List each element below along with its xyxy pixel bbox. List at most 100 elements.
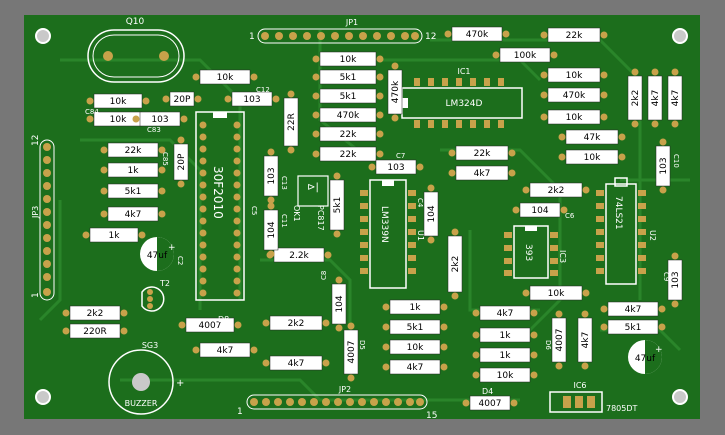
c84-label: C84 — [85, 108, 99, 116]
value-text: 10k — [110, 115, 127, 125]
value-text: 103 — [243, 95, 260, 105]
label-r-4k7-h: 4k7 — [647, 68, 663, 128]
c5-label: C5 — [250, 206, 258, 215]
label-r-4k7-g: 4k7 — [600, 301, 666, 317]
value-text: 22k — [340, 130, 357, 140]
label-c-104-d: 104 — [423, 184, 439, 244]
header-jp1: JP1 1 12 — [249, 18, 436, 44]
d4-label: D4 — [482, 387, 493, 396]
label-d-4007-b: 4007 — [462, 395, 518, 411]
label-r-5k1-b: 5k1 — [312, 69, 384, 85]
label-r-470k-b: 470k — [444, 26, 510, 42]
jp3-label: JP3 — [31, 206, 40, 219]
label-r-5k1-e: 5k1 — [600, 319, 666, 335]
value-text: 4007 — [347, 341, 357, 364]
cap-electrolytic-left: 47uf + C2 — [140, 237, 184, 271]
c10-label: C10 — [672, 154, 680, 168]
value-text: 4k7 — [625, 305, 642, 315]
value-text: 10k — [340, 55, 357, 65]
label-r-10k-a: 10k — [86, 93, 150, 109]
label-r-22k-a: 22k — [100, 142, 166, 158]
u2-label: U2 — [648, 230, 657, 241]
value-text: 4k7 — [474, 169, 491, 179]
value-text: 2.2k — [289, 251, 309, 261]
label-r-2k2-c: 2k2 — [262, 315, 330, 331]
t2-label: T2 — [159, 279, 170, 288]
label-c-103-f: 103 — [667, 252, 683, 308]
regulator-ic6: IC6 7805DT — [549, 381, 638, 413]
mounting-holes — [35, 28, 688, 405]
label-r-22k-b: 22k — [312, 126, 384, 142]
q10-label: Q10 — [126, 17, 145, 27]
value-text: 104 — [427, 205, 437, 222]
value-text: 100k — [514, 51, 537, 61]
label-r-1k-b: 1k — [82, 227, 146, 243]
ic-30f2010: 30F2010 — [195, 111, 245, 301]
label-c-104-a: 104 — [512, 202, 568, 218]
value-text: 22k — [474, 149, 491, 159]
label-r-4k7-j: 4k7 — [577, 310, 593, 370]
value-text: 104 — [267, 221, 277, 238]
buzzer-sg3: SG3 BUZZER + — [108, 341, 184, 415]
d5-label: D5 — [358, 340, 366, 350]
label-c-103-b: 103 — [224, 91, 280, 107]
ic3-393: 393 IC3 — [504, 225, 567, 279]
label-r-5k1-a: 5k1 — [100, 183, 166, 199]
value-text: 20P — [174, 95, 191, 105]
d6-label: D6 — [544, 340, 552, 350]
ic6-part-label: 7805DT — [606, 404, 638, 413]
header-jp2: JP2 1 15 — [237, 385, 437, 421]
cap-electrolytic-right: 47uf + — [628, 340, 663, 374]
value-text: 5k1 — [340, 73, 357, 83]
value-text: 22k — [566, 31, 583, 41]
jp3-pin-bottom: 1 — [31, 292, 41, 298]
label-r-5k1-c: 5k1 — [312, 88, 384, 104]
value-text: 10k — [110, 97, 127, 107]
jp2-pin-first: 1 — [237, 407, 243, 417]
mcu-part-label: 30F2010 — [211, 166, 225, 219]
label-c-104-c: 104 — [331, 276, 347, 332]
label-r-10k-c: 10k — [192, 69, 258, 85]
label-d-4007-c: 4007 — [343, 322, 359, 382]
value-text: 5k1 — [625, 323, 642, 333]
label-r-4k7-f: 4k7 — [472, 305, 538, 321]
value-text: 5k1 — [340, 92, 357, 102]
value-text: 4007 — [479, 399, 502, 409]
label-c-104-b: 104 — [263, 202, 279, 258]
label-r-10k-j: 10k — [472, 367, 538, 383]
c7-label: C7 — [396, 152, 405, 160]
label-r-10k-h: 10k — [522, 285, 590, 301]
label-r-2k2-a: 2k2 — [62, 305, 128, 321]
label-r-2k2-e: 2k2 — [627, 68, 643, 128]
label-r-1k-d: 1k — [472, 327, 538, 343]
value-text: 470k — [466, 30, 489, 40]
c11-label: C11 — [280, 214, 288, 228]
value-text: 1k — [410, 303, 422, 313]
value-text: 2k2 — [451, 256, 461, 273]
label-r-22r: 22R — [283, 90, 299, 154]
label-r-4k7-d: 4k7 — [262, 355, 330, 371]
value-text: 22R — [287, 113, 297, 131]
value-text: 10k — [548, 289, 565, 299]
opto-part-label: PC817 — [316, 205, 325, 231]
jp3-pin-top: 12 — [31, 135, 41, 146]
value-text: 10k — [584, 153, 601, 163]
c83-label: C83 — [147, 126, 161, 134]
c8-label: C8 — [320, 271, 328, 280]
label-r-4k7-e: 4k7 — [382, 359, 448, 375]
value-text: 4k7 — [581, 332, 591, 349]
ic1-part-label: LM324D — [446, 99, 483, 109]
value-text: 20P — [177, 153, 187, 170]
c12-label: C12 — [256, 86, 270, 94]
ic3-label: IC3 — [558, 250, 567, 263]
label-r-4k7-i: 4k7 — [667, 68, 683, 128]
label-r-1k-e: 1k — [472, 347, 538, 363]
label-d-4007-a: 4007 — [178, 317, 242, 333]
ic6-label: IC6 — [573, 381, 586, 390]
ic1-lm324d: IC1 LM324D — [401, 67, 523, 128]
component-labels: 10k10k10k10k10k10k10k10k10k10k470k470k47… — [62, 26, 683, 411]
label-r-2k2-d: 2k2 — [447, 228, 463, 300]
c6-label: C6 — [565, 212, 575, 220]
c2-label: C2 — [176, 256, 184, 265]
u1-label: U1 — [416, 230, 425, 241]
